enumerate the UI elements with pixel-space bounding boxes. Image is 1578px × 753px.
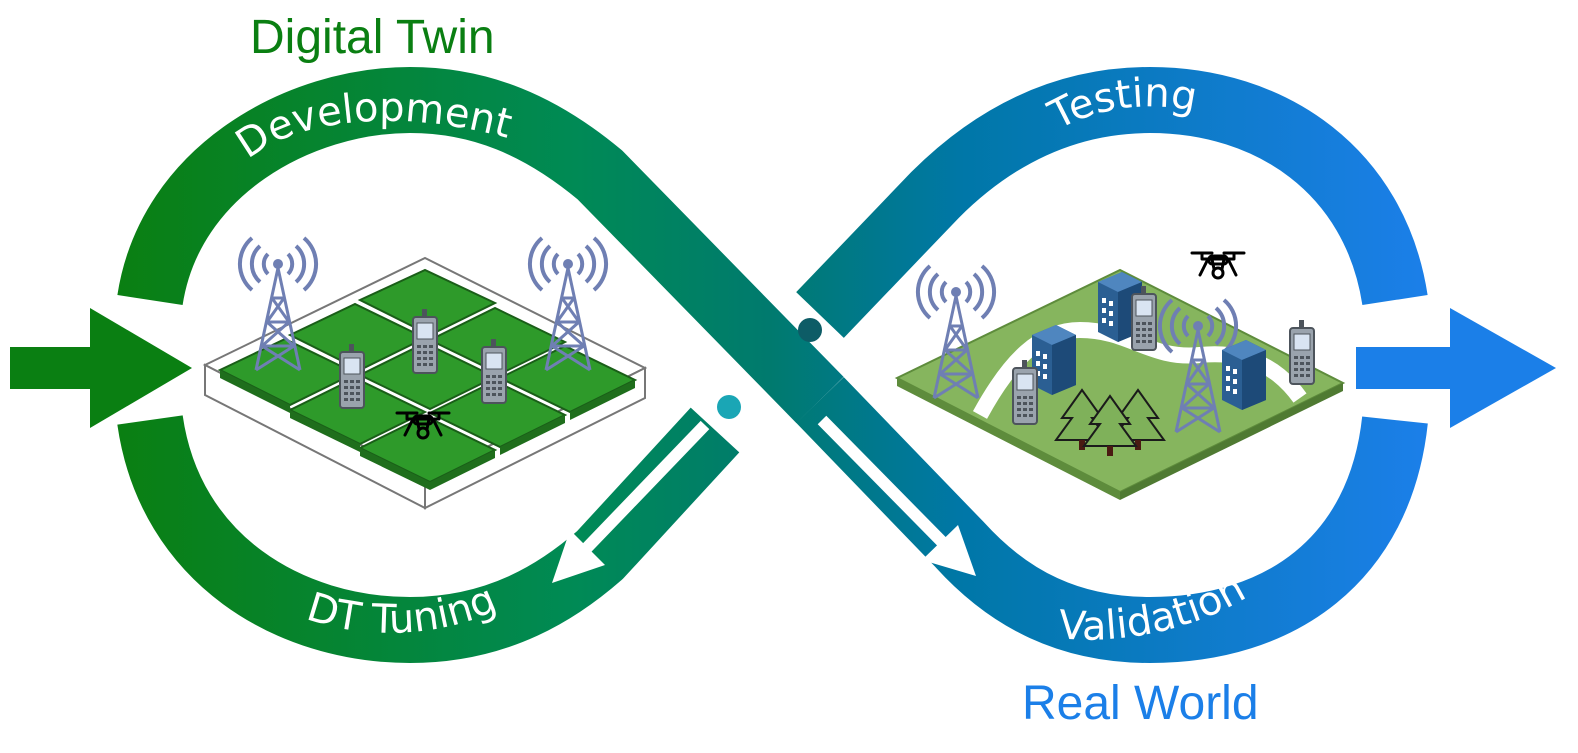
validation-flow-arrow [817, 415, 955, 555]
drone-icon [1190, 251, 1246, 280]
building-icon [1222, 340, 1266, 410]
crossing-dot-light [717, 395, 741, 419]
tuning-flow-arrow [575, 420, 710, 560]
real-world-title: Real World [1022, 677, 1259, 730]
mobile-phone-icon [1289, 319, 1315, 385]
mobile-phone-icon [1012, 359, 1038, 425]
real-world-terrain [894, 251, 1346, 500]
crossing-dot-dark [798, 318, 822, 342]
mobile-phone-icon [339, 343, 365, 409]
development-segment [117, 66, 844, 424]
flow-arrows [552, 415, 976, 583]
mobile-phone-icon [1131, 285, 1157, 351]
validation-flow-arrowhead [922, 525, 976, 576]
digital-twin-platform [202, 236, 648, 510]
mobile-phone-icon [412, 308, 438, 374]
entry-arrow [10, 308, 192, 428]
mobile-phone-icon [481, 338, 507, 404]
tuning-flow-arrowhead [552, 530, 605, 583]
building-icon [1032, 325, 1076, 395]
exit-arrow [1356, 308, 1556, 428]
infinity-loop-band [117, 66, 1428, 664]
validation-segment [796, 377, 1428, 664]
dt-tuning-segment [117, 407, 740, 664]
digital-twin-title: Digital Twin [250, 11, 495, 64]
testing-segment [796, 66, 1428, 338]
